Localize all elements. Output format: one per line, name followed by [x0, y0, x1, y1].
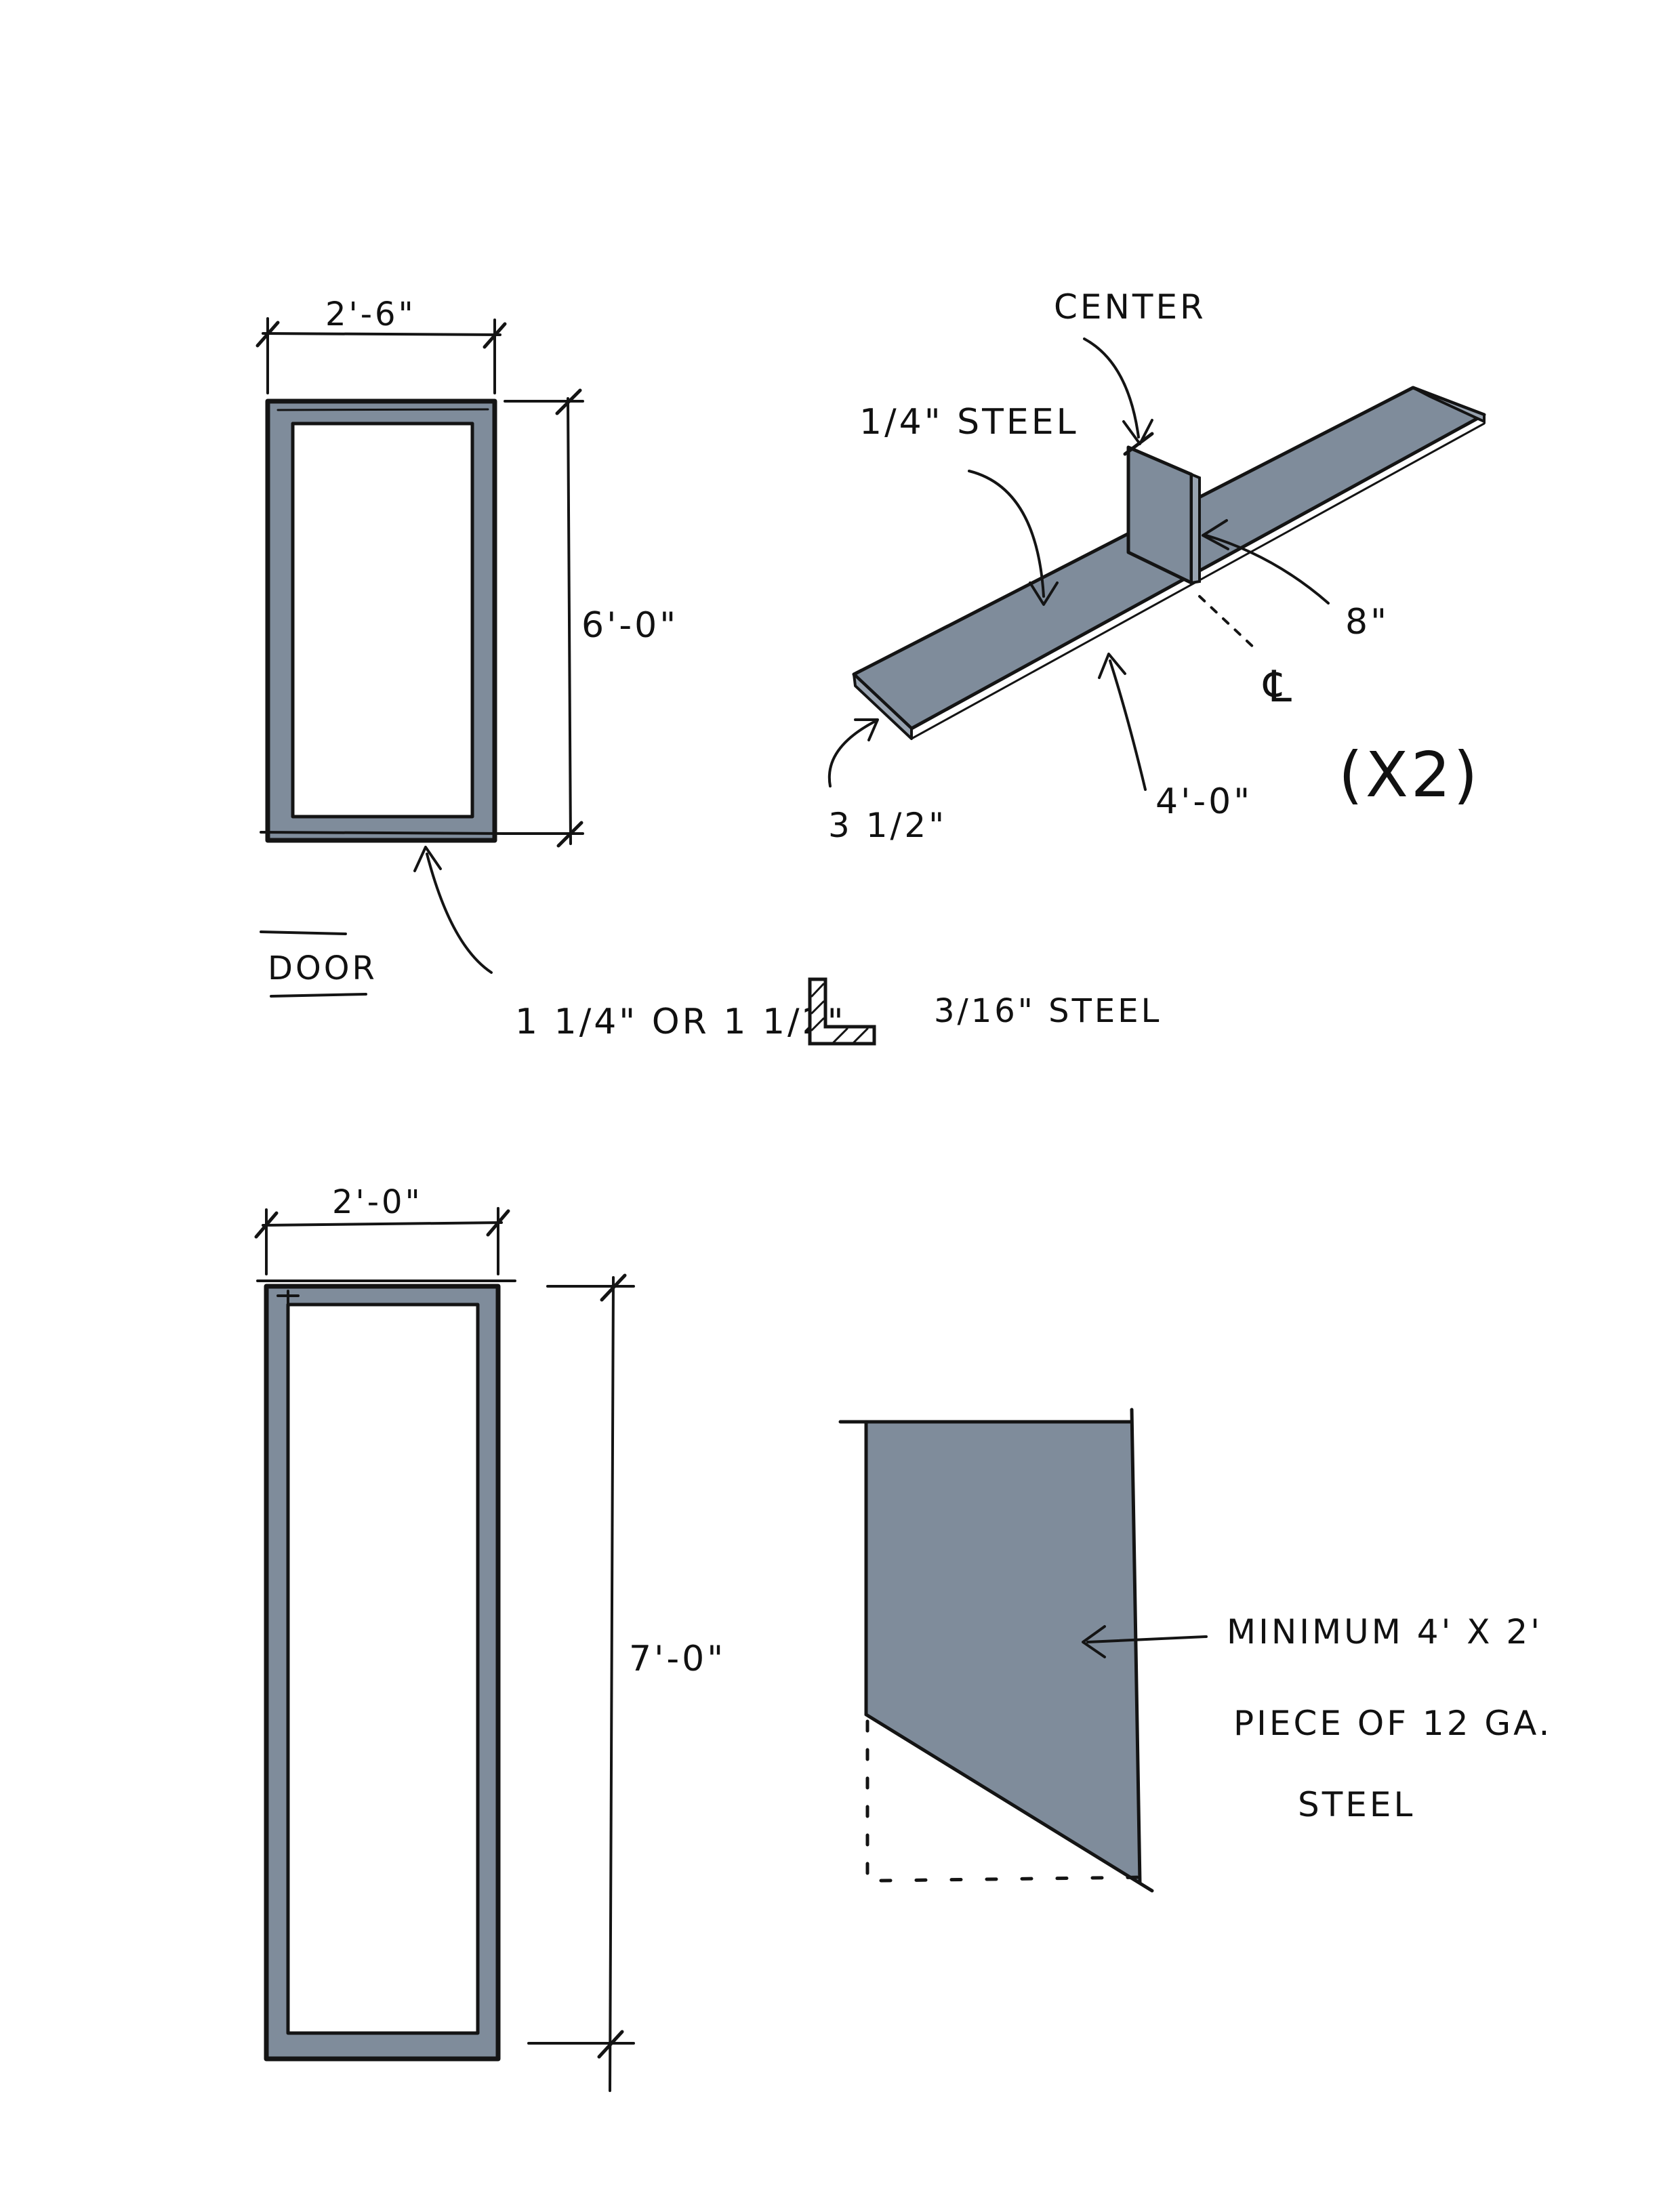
tall-frame-width-dimension: [254, 1207, 510, 1275]
sheet-piece-right-edge: [1130, 1408, 1142, 1885]
tall-frame-height-dimension: [527, 1273, 635, 2092]
door-frame-steel: [268, 401, 495, 840]
door-width-label: 2'-6": [325, 295, 416, 333]
door-angle-material-note: 3/16" STEEL: [934, 992, 1162, 1030]
door-title-underline: [270, 993, 367, 998]
bracket-center-label: CENTER: [1054, 287, 1206, 327]
sheet-piece-note-line1: MINIMUM 4' X 2': [1227, 1612, 1542, 1652]
bracket-plate-arrowhead: [1029, 581, 1059, 606]
door-title: DOOR: [268, 949, 377, 987]
sheet-piece-arrowhead: [1082, 1625, 1106, 1658]
door-frame-sill-line: [260, 831, 506, 835]
tall-frame-drawing: 2'-0" 7'-0": [254, 1183, 726, 2092]
door-height-dimension: [504, 388, 584, 848]
door-frame-outline-inner: [291, 422, 474, 819]
sheet-piece-note-line2: PIECE OF 12 GA.: [1233, 1704, 1552, 1743]
door-angle-size-note: 1 1/4" OR 1 1/2": [515, 1002, 846, 1042]
bracket-plate-material-label: 1/4" STEEL: [859, 402, 1079, 443]
bracket-width-label: 3 1/2": [828, 806, 947, 845]
bracket-quantity-label: (X2): [1338, 739, 1480, 811]
door-frame-head-line: [276, 408, 489, 411]
door-angle-leader-arrowhead: [413, 846, 442, 872]
sheet-piece-note-line3: STEEL: [1298, 1785, 1415, 1824]
tall-frame-outline-inner: [286, 1303, 480, 2035]
bracket-fin-leader: [1205, 534, 1330, 605]
bracket-length-label: 4'-0": [1155, 781, 1252, 822]
door-title-overline: [260, 930, 347, 935]
sheet-piece-cut-edge: [864, 1713, 1154, 1893]
tall-frame-outline-outer: [264, 1284, 501, 2062]
base-bracket-drawing: CENTER 1/4" STEEL 8" ℄ 4'-0" 3 1/2" (X2): [827, 287, 1486, 845]
bracket-fin-height-label: 8": [1345, 602, 1389, 642]
sheet-piece-dashed-bottom: [879, 1875, 1147, 1883]
bracket-fin-arrowhead: [1202, 519, 1229, 550]
door-angle-leader: [426, 853, 493, 974]
bracket-plate-end: [1412, 386, 1486, 424]
door-height-label: 6'-0": [581, 605, 678, 646]
tall-frame-steel: [266, 1286, 498, 2059]
bracket-centerline: [1198, 595, 1258, 652]
bracket-centerline-symbol: ℄: [1263, 662, 1294, 712]
bracket-width-arrowhead: [854, 718, 879, 741]
door-width-dimension: [255, 317, 507, 394]
bracket-center-leader: [1083, 337, 1140, 438]
sheet-piece-drawing: MINIMUM 4' X 2' PIECE OF 12 GA. STEEL: [838, 1408, 1552, 1893]
bracket-plate-leader: [968, 470, 1045, 598]
sheet-piece-leader: [1086, 1635, 1208, 1643]
bracket-fin-edge: [1190, 472, 1201, 585]
door-frame-drawing: 2'-6" 6'-0" DOOR 1 1/4" OR 1 1/2" 3/16: [255, 295, 1162, 1046]
tall-frame-width-label: 2'-0": [332, 1183, 423, 1221]
angle-section-icon: [808, 977, 876, 1046]
door-frame-outline-outer: [265, 398, 497, 843]
sheet-piece-fill: [866, 1422, 1140, 1883]
bracket-length-leader: [1109, 659, 1147, 791]
bracket-width-leader: [827, 720, 876, 787]
tall-frame-height-label: 7'-0": [629, 1639, 726, 1679]
bracket-center-tick: [1123, 432, 1154, 456]
bracket-length-arrowhead: [1098, 653, 1126, 679]
